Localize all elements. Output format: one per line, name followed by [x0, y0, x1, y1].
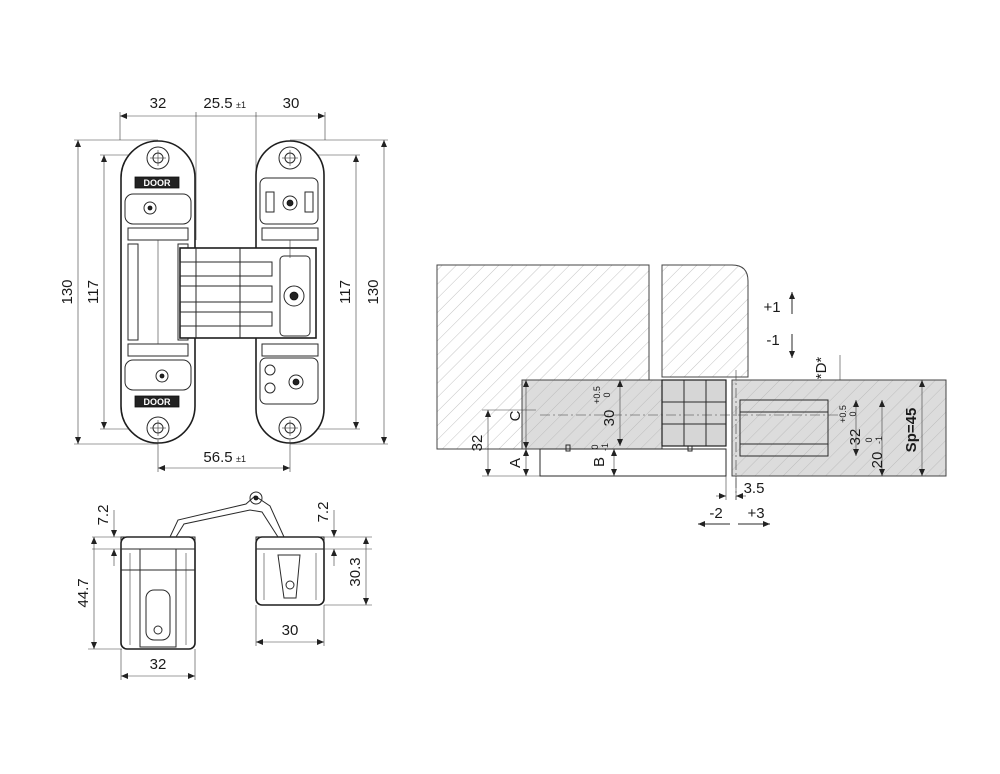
section-view: +1 -1 *D* 32 C A B 0 -1 30 +0.5 0 32 +0.…	[436, 264, 947, 527]
door-panel-section	[731, 379, 947, 477]
dim-3-5: 3.5	[744, 480, 765, 497]
dim-32-left: 32	[469, 435, 486, 452]
dim-32-right: 32	[847, 429, 864, 446]
dim-height-inner-left: 117	[85, 280, 102, 304]
adj-up-label: +1	[763, 299, 780, 316]
side-left-block	[120, 536, 196, 650]
dim-height-outer-right: 130	[365, 279, 382, 304]
tol-32-lower: 0	[848, 411, 858, 416]
tol-20-lower: -1	[874, 436, 884, 444]
dim-20: 20	[869, 452, 886, 469]
tol-32-upper: +0.5	[838, 405, 848, 423]
side-right-block	[255, 536, 325, 606]
tol-20-upper: 0	[864, 437, 874, 442]
front-view: 32 25.5 ±1 30 130 117 117 130 DOOR	[59, 95, 388, 472]
dim-height-outer-left: 130	[59, 279, 76, 304]
door-section	[661, 264, 749, 378]
dim-30: 30	[601, 410, 618, 427]
tol-30-upper: +0.5	[592, 386, 602, 404]
hinge-body-section	[661, 379, 727, 447]
dim-side-right-height: 30.3	[347, 557, 364, 586]
dim-top-mid: 25.5	[203, 95, 232, 112]
tol-b-upper: 0	[590, 444, 600, 449]
side-view: 7.2 44.7 32 7.2 30.3 30	[75, 491, 372, 680]
dim-bottom-tolerance: ±1	[236, 454, 246, 464]
dim-side-right-width: 30	[282, 622, 299, 639]
dim-side-left-height: 44.7	[75, 578, 92, 607]
adj-left-label: -2	[709, 505, 722, 522]
adj-down-label: -1	[766, 332, 779, 349]
dim-bottom: 56.5	[203, 449, 232, 466]
label-door-top: DOOR	[144, 178, 172, 188]
label-b: B	[591, 457, 608, 467]
label-a: A	[507, 458, 524, 468]
dim-height-inner-right: 117	[337, 280, 354, 304]
tol-b-lower: -1	[600, 443, 610, 451]
dim-side-left-width: 32	[150, 656, 167, 673]
dim-top-right: 30	[283, 95, 300, 112]
dim-side-left-top: 7.2	[95, 505, 112, 526]
dim-top-left: 32	[150, 95, 167, 112]
dim-side-right-top: 7.2	[315, 502, 332, 523]
label-d: *D*	[813, 357, 830, 380]
dim-top-mid-tolerance: ±1	[236, 100, 246, 110]
door-thickness-label: Sp=45	[903, 408, 920, 453]
label-c: C	[507, 410, 524, 421]
side-arm	[169, 495, 285, 538]
adj-right-label: +3	[747, 505, 764, 522]
label-door-bottom: DOOR	[144, 397, 172, 407]
tol-30-lower: 0	[602, 392, 612, 397]
